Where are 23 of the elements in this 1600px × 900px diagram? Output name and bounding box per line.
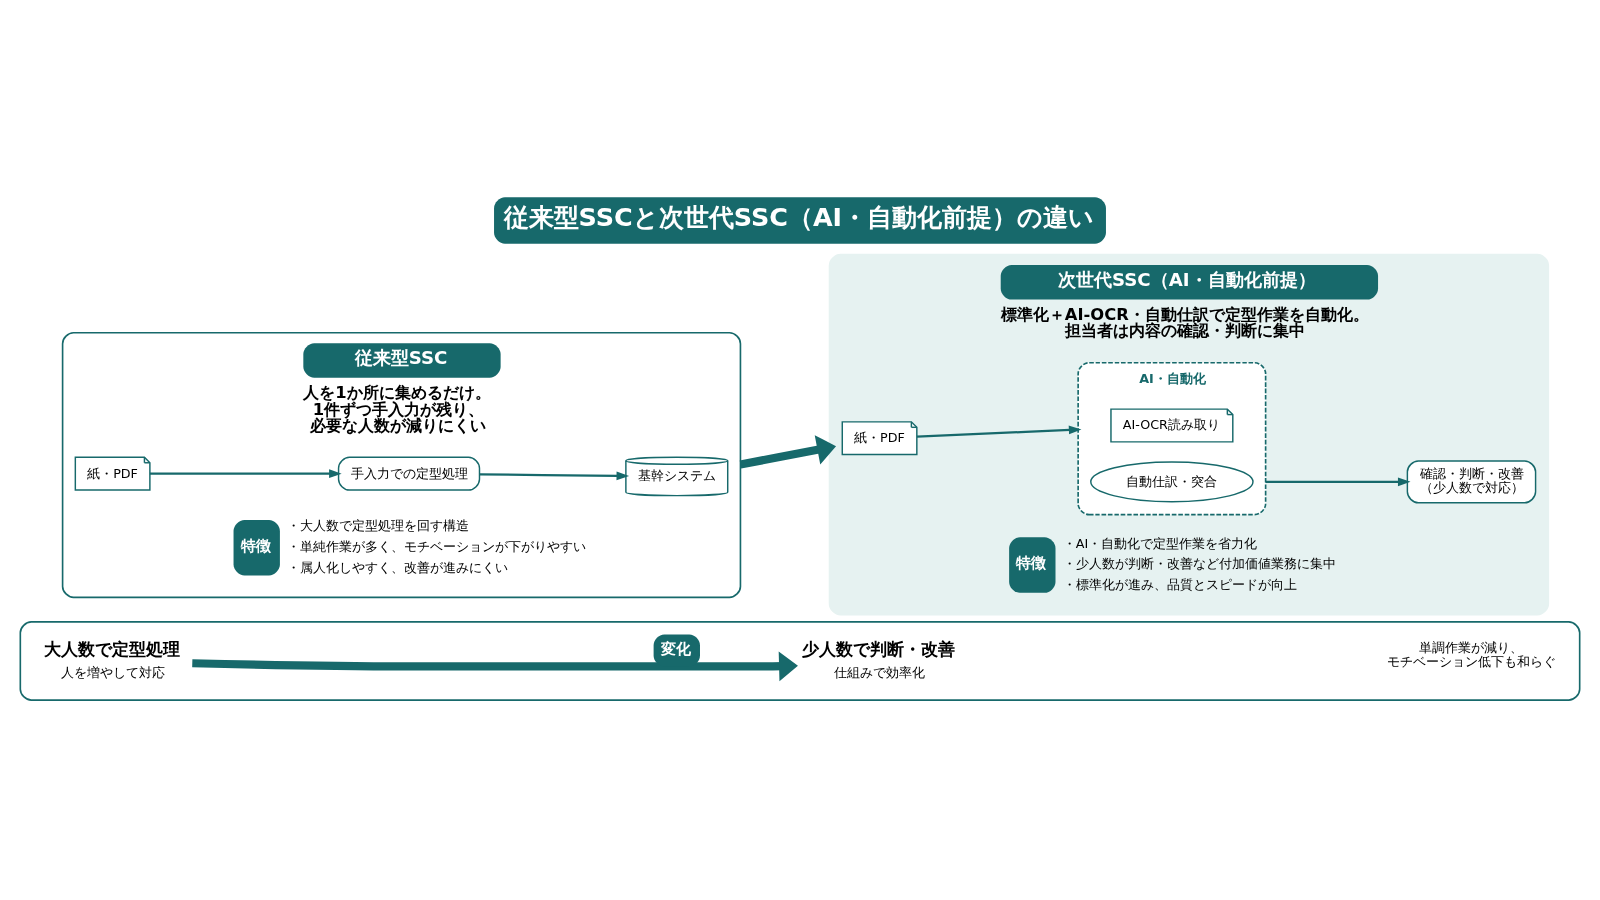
node-box: 特徴	[1009, 536, 1056, 593]
cluster	[19, 620, 1581, 701]
node-box: 確認・判断・改善（少人数で対応）	[1406, 459, 1537, 503]
node-label: ・標準化が進み、品質とスピードが向上	[1062, 576, 1297, 592]
arrow	[916, 425, 1082, 438]
node-box: 特徴	[233, 519, 280, 575]
node-label: ・大人数で定型処理を回す構造	[287, 517, 470, 533]
edge-label: 変化	[661, 639, 692, 658]
node-label: ・単純作業が多く、モチベーションが下がりやすい	[287, 538, 587, 554]
diagram-title: 従来型SSCと次世代SSC（AI・自動化前提）の違い	[503, 201, 1095, 232]
node-text: 少人数で判断・改善 仕組みで効率化	[802, 638, 956, 680]
node-label: ・少人数が判断・改善など付加価値業務に集中	[1062, 555, 1336, 571]
node-text: 単調作業が減り、モチベーション低下も和らぐ	[1386, 639, 1556, 669]
node-ellipse: 自動仕訳・突合	[1090, 460, 1254, 502]
arrow	[192, 650, 798, 681]
arrow	[149, 468, 342, 478]
node-text: 大人数で定型処理 人を増やして対応	[44, 638, 181, 680]
arrow	[739, 434, 837, 468]
node-box: 手入力での定型処理	[337, 456, 481, 491]
node-label: ・属人化しやすく、改善が進みにくい	[287, 559, 509, 575]
arrow	[479, 470, 630, 480]
arrow	[1265, 476, 1411, 486]
node-label: ・AI・自動化で定型作業を省力化	[1062, 535, 1258, 551]
